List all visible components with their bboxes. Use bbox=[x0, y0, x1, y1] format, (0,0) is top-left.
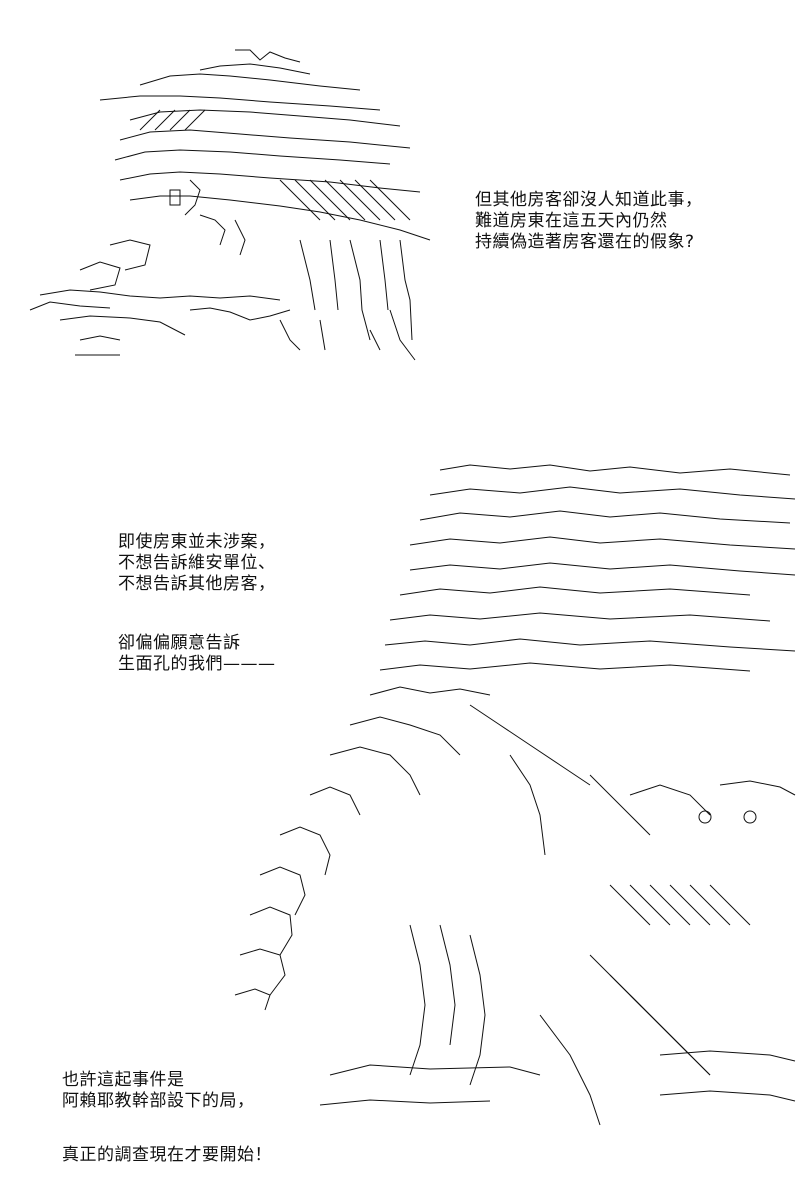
caption-tells-strangers: 卻偏偏願意告訴 生面孔的我們——— bbox=[118, 633, 276, 674]
caption-landlord-hiding-fact: 但其他房客卻沒人知道此事， 難道房東在這五天內仍然 持續偽造著房客還在的假象? bbox=[475, 190, 703, 252]
caption-investigation-begins: 真正的調查現在才要開始！ bbox=[62, 1145, 272, 1165]
hooded-figure-drawing bbox=[29, 49, 431, 361]
creature-figure-drawing bbox=[234, 464, 796, 1126]
ascii-art-hooded-figure bbox=[20, 40, 440, 370]
ascii-art-creature-figure bbox=[210, 455, 800, 1135]
caption-landlord-not-involved: 即使房東並未涉案， 不想告訴維安單位、 不想告訴其他房客， bbox=[118, 532, 276, 594]
caption-possible-trap: 也許這起事件是 阿賴耶教幹部設下的局， bbox=[62, 1070, 255, 1111]
